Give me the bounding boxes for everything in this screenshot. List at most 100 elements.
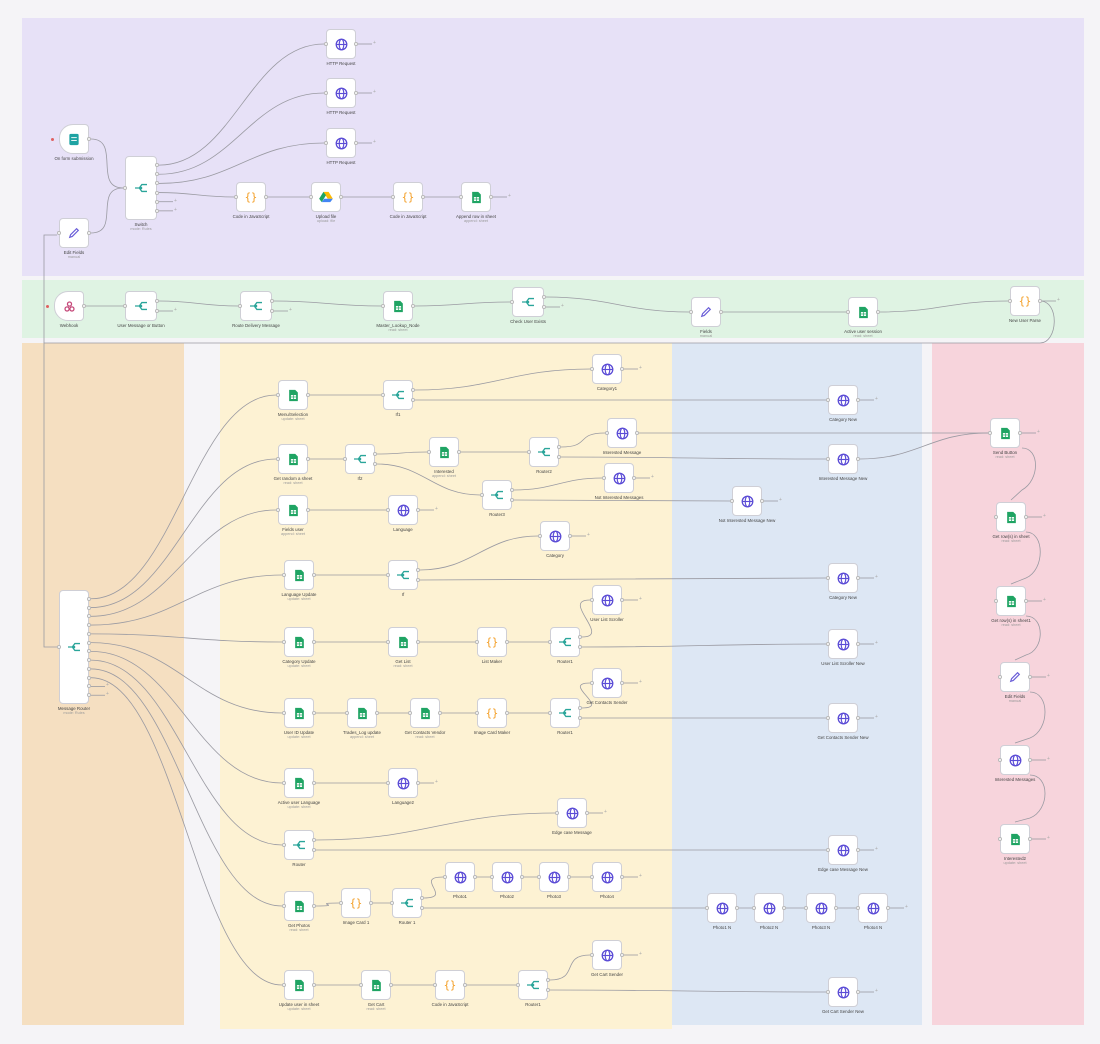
input-handle[interactable] xyxy=(826,716,830,720)
input-handle[interactable] xyxy=(282,573,286,577)
add-node-icon[interactable]: + xyxy=(106,691,109,698)
output-handle[interactable] xyxy=(735,906,739,910)
node-langupdate[interactable] xyxy=(284,560,314,590)
node-edgecasenew[interactable] xyxy=(828,835,858,865)
output-handle[interactable] xyxy=(87,623,91,628)
input-handle[interactable] xyxy=(605,431,609,435)
input-handle[interactable] xyxy=(1008,299,1012,303)
output-handle[interactable] xyxy=(312,848,316,852)
node-getrowsheet[interactable] xyxy=(996,502,1026,532)
output-handle[interactable] xyxy=(856,576,860,580)
node-language2[interactable] xyxy=(388,768,418,798)
output-handle[interactable] xyxy=(87,596,91,601)
output-handle[interactable] xyxy=(87,605,91,610)
add-node-icon[interactable]: + xyxy=(875,714,878,720)
node-catnew[interactable] xyxy=(828,385,858,415)
add-node-icon[interactable]: + xyxy=(1047,756,1050,762)
output-handle[interactable] xyxy=(473,875,477,879)
node-edit1[interactable] xyxy=(59,218,89,248)
input-handle[interactable] xyxy=(602,476,606,480)
output-handle[interactable] xyxy=(416,781,420,785)
node-notintnew[interactable] xyxy=(732,486,762,516)
node-activeset[interactable] xyxy=(848,297,878,327)
output-handle[interactable] xyxy=(620,953,624,957)
output-handle[interactable] xyxy=(375,711,379,715)
add-node-icon[interactable]: + xyxy=(508,193,511,199)
input-handle[interactable] xyxy=(123,186,127,190)
input-handle[interactable] xyxy=(57,645,61,649)
node-webhook[interactable] xyxy=(54,291,84,321)
node-interest[interactable] xyxy=(429,437,459,467)
node-router6[interactable] xyxy=(284,830,314,860)
input-handle[interactable] xyxy=(282,640,286,644)
output-handle[interactable] xyxy=(312,904,316,908)
node-getrowsheet2[interactable] xyxy=(996,586,1026,616)
output-handle[interactable] xyxy=(557,445,561,449)
input-handle[interactable] xyxy=(590,953,594,957)
input-handle[interactable] xyxy=(276,393,280,397)
add-node-icon[interactable]: + xyxy=(651,474,654,480)
output-handle[interactable] xyxy=(420,906,424,910)
add-node-icon[interactable]: + xyxy=(875,846,878,852)
output-handle[interactable] xyxy=(87,614,91,619)
input-handle[interactable] xyxy=(555,811,559,815)
add-node-icon[interactable]: + xyxy=(639,873,642,879)
output-handle[interactable] xyxy=(416,508,420,512)
node-interestmsgnew[interactable] xyxy=(828,444,858,474)
output-handle[interactable] xyxy=(87,231,91,235)
output-handle[interactable] xyxy=(760,499,764,503)
output-handle[interactable] xyxy=(542,295,546,299)
output-handle[interactable] xyxy=(886,906,890,910)
add-node-icon[interactable]: + xyxy=(1043,597,1046,603)
input-handle[interactable] xyxy=(359,983,363,987)
node-photo1n[interactable] xyxy=(707,893,737,923)
input-handle[interactable] xyxy=(390,901,394,905)
input-handle[interactable] xyxy=(381,393,385,397)
input-handle[interactable] xyxy=(282,781,286,785)
output-handle[interactable] xyxy=(373,462,377,466)
node-photo3n[interactable] xyxy=(806,893,836,923)
input-handle[interactable] xyxy=(730,499,734,503)
input-handle[interactable] xyxy=(510,300,514,304)
node-newuserparse[interactable]: {} xyxy=(1010,286,1040,316)
output-handle[interactable] xyxy=(339,195,343,199)
add-node-icon[interactable]: + xyxy=(373,89,376,95)
node-upload[interactable] xyxy=(311,182,341,212)
output-handle[interactable] xyxy=(856,848,860,852)
input-handle[interactable] xyxy=(324,42,328,46)
input-handle[interactable] xyxy=(590,367,594,371)
input-handle[interactable] xyxy=(689,310,693,314)
input-handle[interactable] xyxy=(590,598,594,602)
node-imagemaker[interactable]: {} xyxy=(477,698,507,728)
input-handle[interactable] xyxy=(826,642,830,646)
output-handle[interactable] xyxy=(578,635,582,639)
input-handle[interactable] xyxy=(548,711,552,715)
input-handle[interactable] xyxy=(548,640,552,644)
input-handle[interactable] xyxy=(994,599,998,603)
node-cat1[interactable] xyxy=(592,354,622,384)
node-master[interactable] xyxy=(383,291,413,321)
output-handle[interactable] xyxy=(510,498,514,502)
input-handle[interactable] xyxy=(309,195,313,199)
node-cartsendernew[interactable] xyxy=(828,977,858,1007)
output-handle[interactable] xyxy=(463,983,467,987)
output-handle[interactable] xyxy=(155,172,159,177)
input-handle[interactable] xyxy=(826,848,830,852)
output-handle[interactable] xyxy=(635,431,639,435)
input-handle[interactable] xyxy=(527,450,531,454)
node-getrandrow[interactable] xyxy=(278,444,308,474)
input-handle[interactable] xyxy=(459,195,463,199)
output-handle[interactable] xyxy=(155,190,159,195)
output-handle[interactable] xyxy=(1028,837,1032,841)
input-handle[interactable] xyxy=(276,457,280,461)
input-handle[interactable] xyxy=(282,711,286,715)
output-handle[interactable] xyxy=(520,875,524,879)
output-handle[interactable] xyxy=(155,181,159,186)
input-handle[interactable] xyxy=(57,231,61,235)
output-handle[interactable] xyxy=(155,208,159,213)
output-handle[interactable] xyxy=(420,896,424,900)
input-handle[interactable] xyxy=(343,457,347,461)
output-handle[interactable] xyxy=(856,642,860,646)
output-handle[interactable] xyxy=(416,568,420,572)
input-handle[interactable] xyxy=(282,904,286,908)
